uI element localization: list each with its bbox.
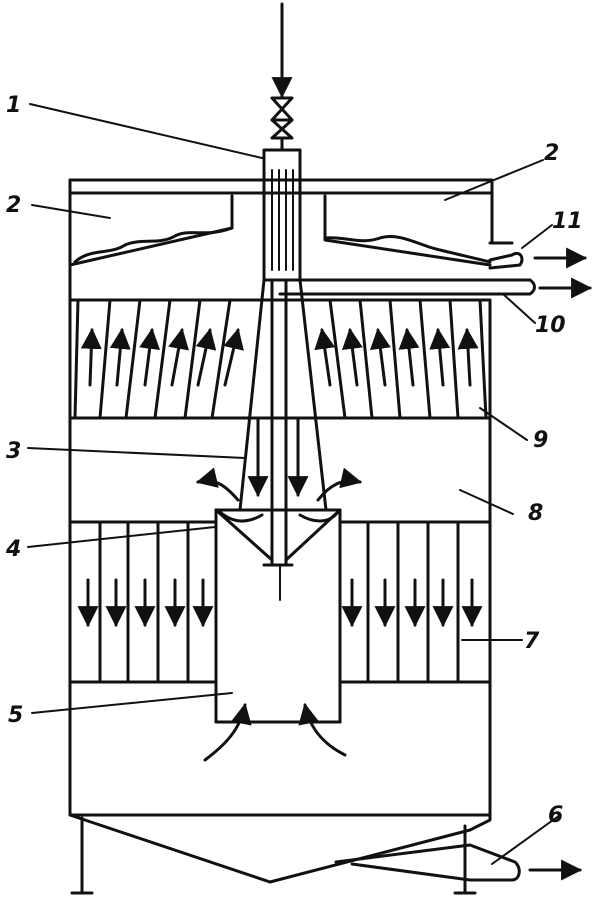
side-pipe [268,277,593,299]
label-1: 1 [6,93,21,118]
circulation-tube [203,508,347,762]
label-7: 7 [524,629,540,654]
up-flow-arrows [80,327,479,387]
top-chamber-left [68,194,234,267]
label-5: 5 [8,703,23,728]
deposit-outlet [488,247,588,270]
valve-icon [270,96,294,140]
label-6: 6 [548,803,563,828]
leader-lines [27,103,561,865]
labels: 1 2 2 3 4 5 6 7 8 9 10 11 [5,93,583,828]
upper-tube-bundle [68,298,492,420]
down-flow-arrows [77,578,483,628]
lower-tube-bundle [68,520,492,684]
label-11: 11 [552,209,583,234]
separator-cone [195,467,363,562]
label-4: 4 [5,537,21,562]
label-8: 8 [528,501,543,526]
vessel-shell [68,178,514,895]
label-3: 3 [6,439,21,464]
top-chamber-right [323,194,492,267]
label-9: 9 [533,428,548,453]
label-2-left: 2 [6,193,21,218]
label-10: 10 [535,313,566,338]
central-downcomer [238,278,328,567]
label-2-right: 2 [544,141,559,166]
feed-pipe [262,2,302,282]
bottom-outlet [334,843,583,882]
